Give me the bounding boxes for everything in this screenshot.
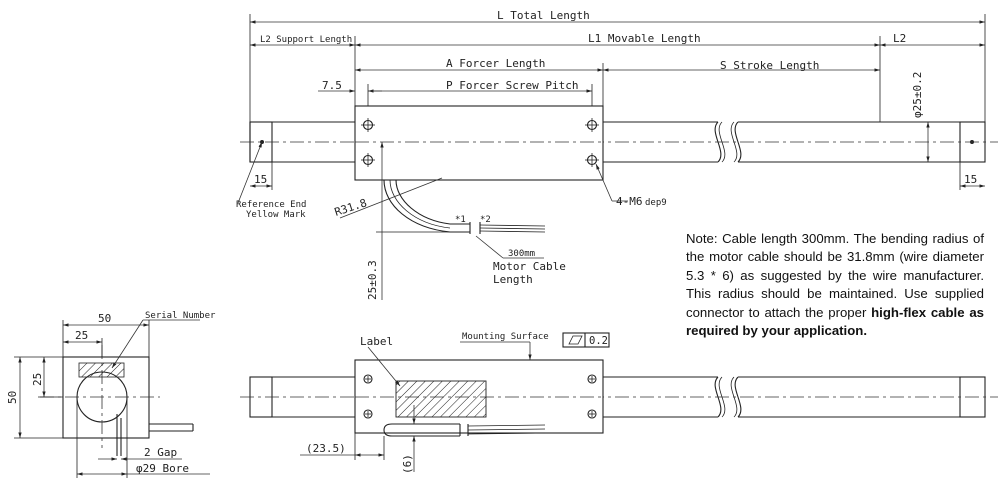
dim-6: (6) [401, 454, 414, 474]
screws-label: 4-M6 [616, 195, 643, 208]
total-length-label: L Total Length [497, 9, 590, 22]
forcer-length-label: A Forcer Length [446, 57, 545, 70]
reference-end-label: Reference End [236, 200, 306, 210]
serial-number-label: Serial Number [145, 311, 216, 321]
screw-hole-icon [361, 118, 599, 167]
dia-25-label: φ25±0.2 [911, 72, 924, 118]
screw-hole-icon [363, 374, 597, 419]
dim-25-03: 25±0.3 [366, 260, 379, 300]
cable-note: Note: Cable length 300mm. The bending ra… [686, 230, 984, 340]
radius-label: R31.8 [333, 196, 369, 219]
dim-25-top: 25 [75, 329, 88, 342]
yellow-mark-label: Yellow Mark [246, 210, 306, 220]
l2-right-label: L2 [893, 32, 906, 45]
screws-dep-label: dep9 [645, 198, 667, 208]
end-view: 50 25 Serial Number 25 50 2 Gap φ29 Bore [6, 311, 216, 478]
dim-15-right: 15 [964, 173, 977, 186]
note-text: Note: Cable length 300mm. The bending ra… [686, 231, 984, 320]
motor-cable-length-label: Length [493, 273, 533, 286]
bore-label: φ29 Bore [136, 462, 189, 475]
mark-1: *1 [455, 215, 466, 225]
flatness-icon [568, 335, 583, 345]
dim-23-5: (23.5) [306, 442, 346, 455]
bottom-view: Label Mounting Surface 0.2 (23.5) (6) [240, 332, 998, 474]
label-callout: Label [360, 335, 393, 348]
forcer-screw-pitch-label: P Forcer Screw Pitch [446, 79, 578, 92]
movable-length-label: L1 Movable Length [588, 32, 701, 45]
motor-cable-label: Motor Cable [493, 260, 566, 273]
dim-25-side: 25 [31, 373, 44, 386]
dim-50-side: 50 [6, 391, 19, 404]
gap-label: 2 Gap [144, 446, 177, 459]
note-bold-text: high-flex cable as required by your appl… [686, 304, 984, 339]
cable-length-label: 300mm [508, 249, 535, 259]
flatness-value: 0.2 [589, 335, 608, 347]
dim-15-left: 15 [254, 173, 267, 186]
top-view: L Total Length L2 Support Length L1 Mova… [236, 9, 998, 300]
stroke-length-label: S Stroke Length [720, 59, 819, 72]
dim-50-top: 50 [98, 312, 111, 325]
mounting-surface-label: Mounting Surface [462, 332, 549, 342]
dim-7-5: 7.5 [322, 79, 342, 92]
support-length-label: L2 Support Length [260, 35, 352, 45]
mark-2: *2 [480, 215, 491, 225]
